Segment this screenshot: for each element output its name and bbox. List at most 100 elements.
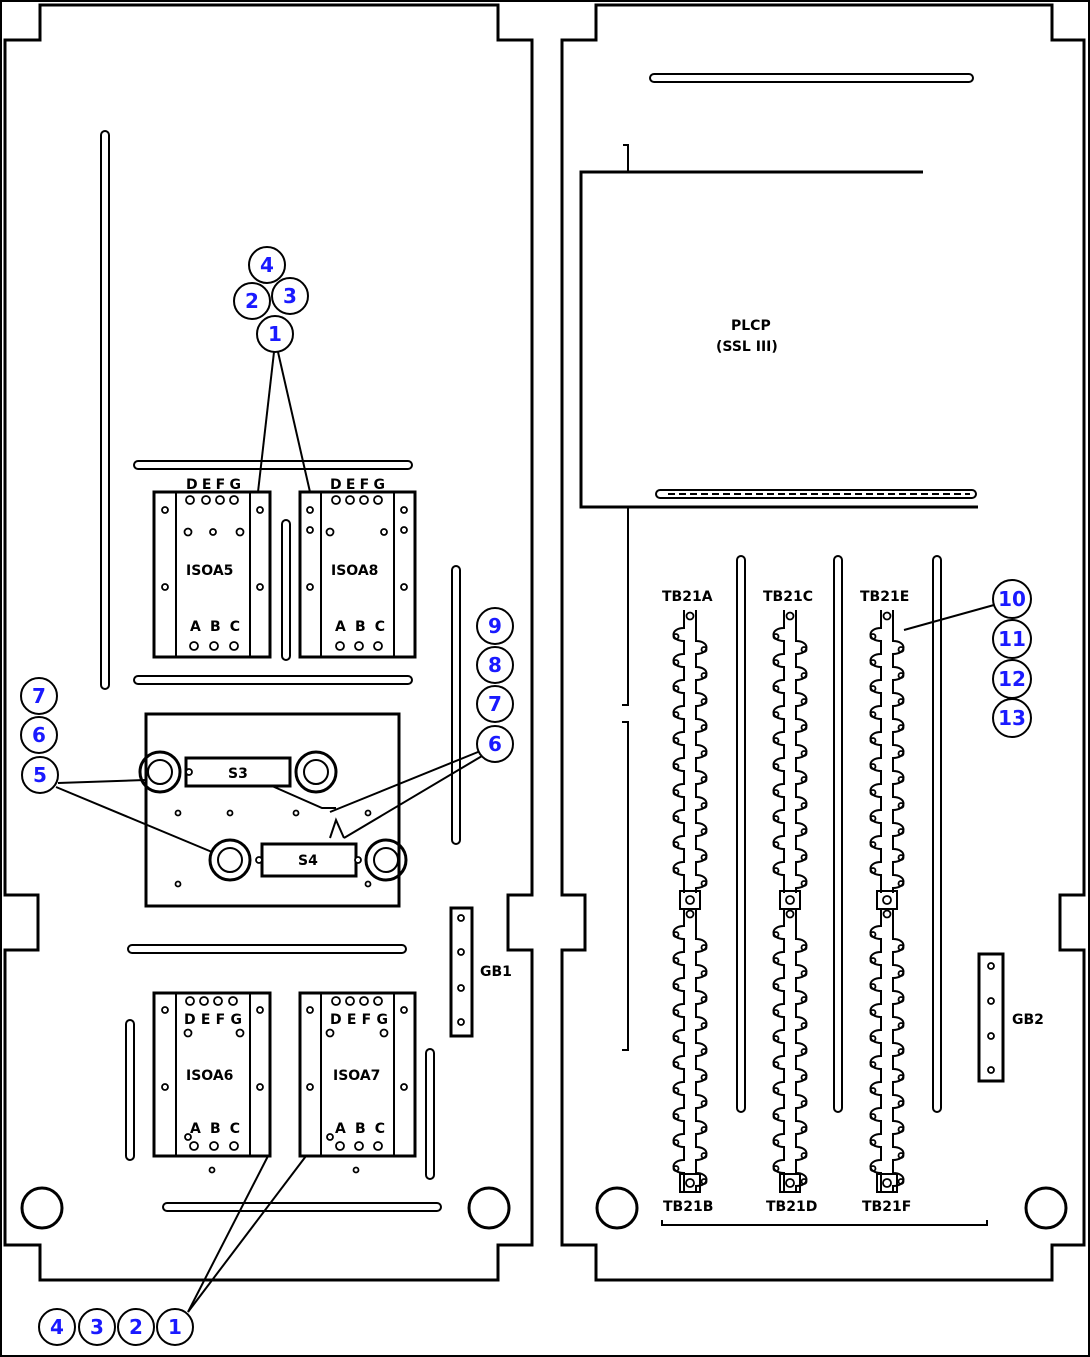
terminal-end-screw [685,909,695,919]
callout-left-5: 5 [21,756,59,794]
tb21a-label: TB21A [662,589,713,605]
callout-left-6: 6 [20,716,58,754]
isoa5-label: ISOA5 [186,563,233,579]
isoa7-label: ISOA7 [333,1068,380,1084]
din-rail [125,1019,135,1161]
din-rail [932,555,942,1113]
right-panel-outline [560,3,1086,1282]
callout-top-4: 4 [248,246,286,284]
svg-text:10: 10 [998,587,1026,611]
isoa8-label: ISOA8 [331,563,378,579]
callout-left-7: 7 [20,677,58,715]
switch-s4 [208,838,408,882]
svg-text:4: 4 [260,253,274,277]
svg-text:3: 3 [283,284,297,308]
terminal-joiner [779,890,801,910]
terminal-joiner [679,890,701,910]
terminal-edge [869,908,882,1192]
mount-hole [20,1186,64,1230]
svg-text:11: 11 [998,627,1026,651]
s3-label: S3 [228,766,248,782]
mount-hole [1024,1186,1068,1230]
terminal-end-screw [685,611,695,621]
callout-12: 12 [992,659,1032,699]
svg-text:1: 1 [168,1315,182,1339]
callout-bot-4: 4 [38,1308,76,1346]
ground-bar-gb2 [977,952,1005,1083]
switch-plate [144,712,401,908]
isolator-isoa7 [298,991,417,1158]
callout-bot-1: 1 [156,1308,194,1346]
din-rail [133,675,413,685]
tb21b-label: TB21B [663,1199,713,1215]
svg-text:6: 6 [32,723,46,747]
terminal-end-cap [779,1173,801,1193]
din-rail [162,1202,442,1212]
din-rail [736,555,746,1113]
din-rail [100,130,110,690]
svg-text:2: 2 [245,289,259,313]
isolator-isoa8 [298,490,417,659]
din-rail [127,944,407,954]
svg-text:2: 2 [129,1315,143,1339]
svg-text:9: 9 [488,614,502,638]
callout-13: 13 [992,698,1032,738]
terminal-edge [672,610,685,893]
gb1-label: GB1 [480,964,512,980]
din-rail [649,73,974,83]
callout-top-3: 3 [271,277,309,315]
isolator-isoa5 [152,490,272,659]
isoa6-defg-label: DEFG [184,1012,242,1028]
leader-lines [55,351,995,1313]
callout-right-7: 7 [476,685,514,723]
svg-text:7: 7 [32,684,46,708]
terminal-end-cap-screw [785,1178,795,1188]
terminal-end-cap-screw [882,1178,892,1188]
svg-text:8: 8 [488,653,502,677]
isolator-isoa6 [152,991,272,1158]
svg-text:5: 5 [33,763,47,787]
din-rail [833,555,843,1113]
mount-hole [595,1186,639,1230]
terminal-blocks [672,610,905,1193]
terminal-edge [695,908,708,1192]
terminal-end-cap-screw [685,1178,695,1188]
din-rail [281,519,291,661]
left-panel-outline [3,3,534,1282]
ground-bar-gb1 [449,906,474,1038]
plcp-label: PLCP [731,318,771,334]
switch-s3 [138,750,338,794]
callout-bot-2: 2 [117,1308,155,1346]
s4-label: S4 [298,853,318,869]
terminal-edge [892,610,905,893]
terminal-edge [695,610,708,893]
tb21e-tb21f-strip [869,610,905,1193]
terminal-edge [672,908,685,1192]
callout-top-2: 2 [233,282,271,320]
isoa6-label: ISOA6 [186,1068,233,1084]
svg-text:6: 6 [488,732,502,756]
tb21c-label: TB21C [763,589,813,605]
terminal-end-screw [785,611,795,621]
terminal-edge [772,908,785,1192]
tb21e-label: TB21E [860,589,909,605]
terminal-joiner-screw [685,895,695,905]
callout-top-1: 1 [256,315,294,353]
terminal-joiner-screw [882,895,892,905]
din-rail [425,1048,435,1180]
isoa5-abc-label: ABC [190,619,240,635]
terminal-edge [772,610,785,893]
tb21c-tb21d-strip [772,610,808,1193]
terminal-end-cap [876,1173,898,1193]
isoa7-defg-label: DEFG [330,1012,388,1028]
callout-11: 11 [992,619,1032,659]
svg-text:13: 13 [998,706,1026,730]
callout-bot-3: 3 [78,1308,116,1346]
tb21d-label: TB21D [766,1199,817,1215]
tb21a-tb21b-strip [672,610,708,1193]
isoa6-abc-label: ABC [190,1121,240,1137]
callout-10: 10 [992,579,1032,619]
plcp-unit [579,144,978,1051]
terminal-edge [795,908,808,1192]
din-rail [451,565,461,845]
